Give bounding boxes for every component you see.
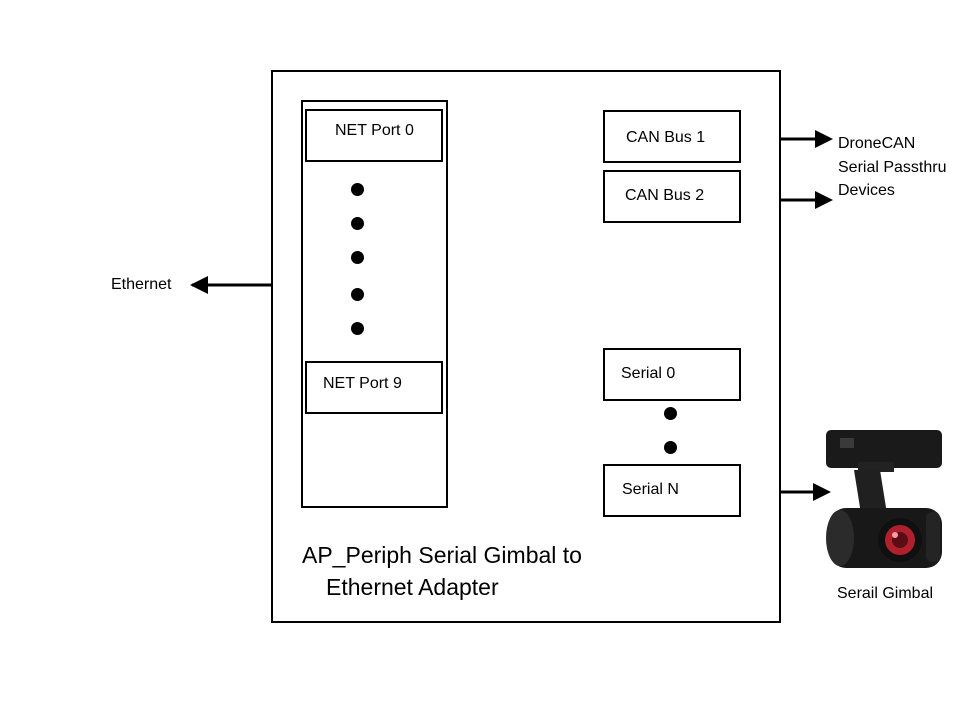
net-port-9-box: NET Port 9 xyxy=(305,361,443,414)
dronecan-label-line-1: DroneCAN xyxy=(838,135,916,152)
net-port-column xyxy=(301,100,448,508)
ellipsis-dot xyxy=(351,183,364,196)
can-bus-2-label: CAN Bus 2 xyxy=(625,187,705,204)
serial-0-box: Serial 0 xyxy=(603,348,741,401)
ethernet-label: Ethernet xyxy=(111,276,172,293)
serial-n-label: Serial N xyxy=(622,481,679,498)
net-port-0-box: NET Port 0 xyxy=(305,109,443,162)
ellipsis-dot xyxy=(664,441,677,454)
dronecan-label-line-2: Serial Passthru xyxy=(838,159,947,176)
ellipsis-dot xyxy=(351,322,364,335)
gimbal-camera-icon xyxy=(826,430,942,568)
ellipsis-dot xyxy=(664,407,677,420)
ellipsis-dot xyxy=(351,251,364,264)
adapter-title-line-2: Ethernet Adapter xyxy=(326,574,499,600)
dronecan-label-line-3: Devices xyxy=(838,182,895,199)
ellipsis-dot xyxy=(351,288,364,301)
can-bus-1-box: CAN Bus 1 xyxy=(603,110,741,163)
serial-n-box: Serial N xyxy=(603,464,741,517)
serial-0-label: Serial 0 xyxy=(621,365,676,382)
can-bus-1-label: CAN Bus 1 xyxy=(626,129,706,146)
adapter-title-line-1: AP_Periph Serial Gimbal to xyxy=(302,542,582,568)
gimbal-label: Serail Gimbal xyxy=(837,585,934,602)
can-bus-2-box: CAN Bus 2 xyxy=(603,170,741,223)
net-port-0-label: NET Port 0 xyxy=(335,122,414,139)
net-port-9-label: NET Port 9 xyxy=(323,375,402,392)
ellipsis-dot xyxy=(351,217,364,230)
